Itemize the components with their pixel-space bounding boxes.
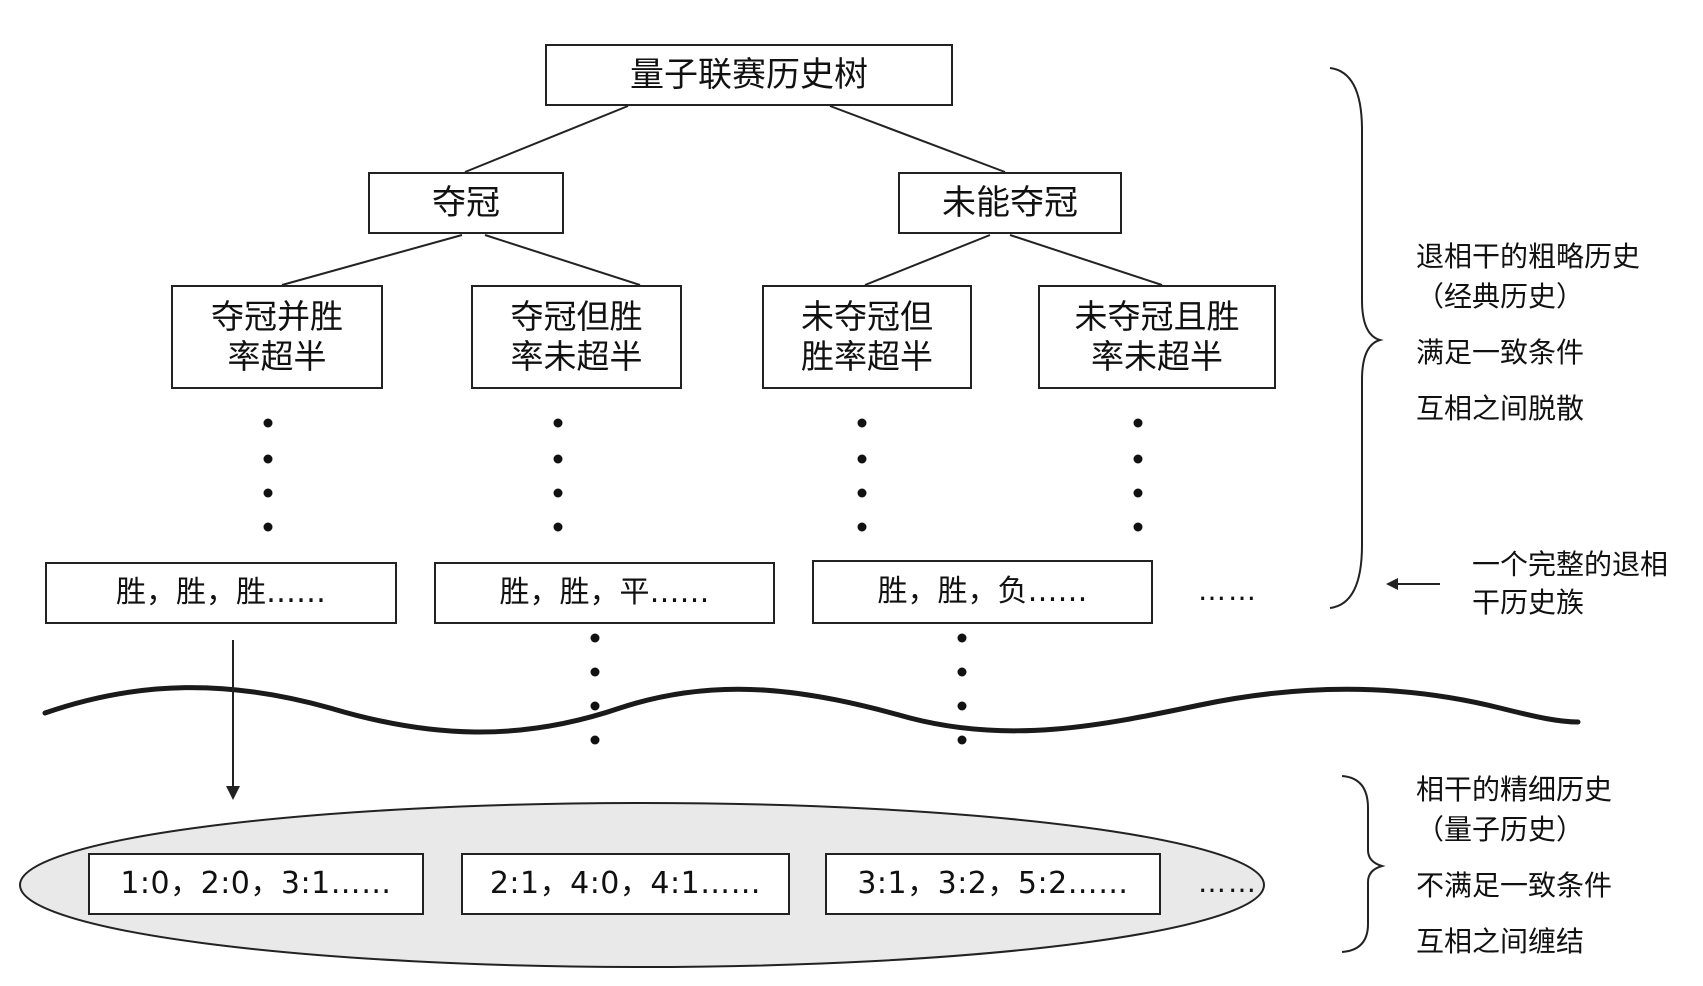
wavy-boundary-line [42, 685, 1581, 735]
node-win-label: 夺冠 [432, 183, 500, 223]
connector-nowin-d [1009, 234, 1163, 286]
annotation-fine-line: （量子历史） [1416, 813, 1585, 846]
coarse-sequence-3: 胜，胜，负…… [812, 560, 1153, 624]
annotation-family-line: 干历史族 [1472, 586, 1585, 619]
fine-sequence-label: 1:0，2:0，3:1…… [120, 866, 392, 901]
annotation-coarse-line: （经典历史） [1416, 280, 1585, 313]
arrow-left-head [1386, 578, 1398, 590]
annotation-coarse-line: 满足一致条件 [1416, 336, 1585, 369]
connector-nowin-c [864, 234, 991, 286]
fine-sequence-2: 2:1，4:0，4:1…… [461, 853, 790, 915]
node-label-line: 率未超半 [510, 337, 643, 376]
annotation-coarse-line: 互相之间脱散 [1416, 392, 1585, 425]
dotted-columns [263, 418, 1143, 745]
annotation-fine: 相干的精细历史 （量子历史） 不满足一致条件 互相之间缠结 [1416, 773, 1612, 959]
fine-sequence-label: 3:1，3:2，5:2…… [857, 866, 1129, 901]
node-nowin-over-half: 未夺冠但 胜率超半 [762, 285, 972, 389]
fine-sequence-3: 3:1，3:2，5:2…… [825, 853, 1161, 915]
node-label-line: 率超半 [227, 337, 327, 376]
node-no-win-label: 未能夺冠 [942, 183, 1078, 223]
brace-fine [1341, 775, 1386, 953]
annotation-family: 一个完整的退相 干历史族 [1472, 548, 1668, 620]
connector-root-nowin [829, 105, 1006, 173]
fine-sequence-1: 1:0，2:0，3:1…… [88, 853, 424, 915]
node-label-line: 夺冠并胜 [211, 297, 343, 336]
node-no-win: 未能夺冠 [898, 172, 1122, 234]
coarse-sequence-label: 胜，胜，负…… [877, 574, 1088, 609]
node-win-over-half: 夺冠并胜 率超半 [171, 285, 383, 389]
connector-win-a [281, 234, 463, 286]
node-label-line: 未夺冠但 [801, 297, 933, 336]
node-win-under-half: 夺冠但胜 率未超半 [471, 285, 682, 389]
node-label-line: 胜率超半 [801, 337, 933, 376]
node-label-line: 夺冠但胜 [510, 297, 643, 336]
annotation-fine-line: 不满足一致条件 [1416, 869, 1613, 902]
connector-root-win [464, 105, 629, 173]
coarse-sequence-label: 胜，胜，平…… [499, 575, 710, 610]
node-nowin-under-half: 未夺冠且胜 率未超半 [1038, 285, 1276, 389]
brace-coarse [1329, 67, 1384, 609]
fine-sequence-label: 2:1，4:0，4:1…… [489, 866, 762, 901]
coarse-sequence-label: 胜，胜，胜…… [116, 575, 326, 610]
root-node: 量子联赛历史树 [545, 44, 953, 106]
annotation-coarse: 退相干的粗略历史 （经典历史） 满足一致条件 互相之间脱散 [1416, 240, 1640, 426]
node-label-line: 率未超半 [1091, 337, 1223, 376]
coarse-more-ellipsis: …… [1198, 574, 1258, 607]
fine-more-ellipsis: …… [1198, 866, 1258, 899]
node-label-line: 未夺冠且胜 [1074, 297, 1240, 336]
coarse-sequence-1: 胜，胜，胜…… [45, 562, 397, 624]
annotation-family-line: 一个完整的退相 [1472, 548, 1669, 581]
node-win: 夺冠 [368, 172, 564, 234]
tree-connectors [281, 105, 1163, 286]
annotation-fine-line: 互相之间缠结 [1416, 925, 1585, 958]
root-node-label: 量子联赛历史树 [630, 55, 868, 95]
coarse-sequence-2: 胜，胜，平…… [434, 562, 775, 624]
annotation-coarse-line: 退相干的粗略历史 [1416, 240, 1641, 273]
arrow-down-head [226, 786, 240, 800]
connector-win-b [484, 234, 641, 286]
annotation-fine-line: 相干的精细历史 [1416, 773, 1613, 806]
